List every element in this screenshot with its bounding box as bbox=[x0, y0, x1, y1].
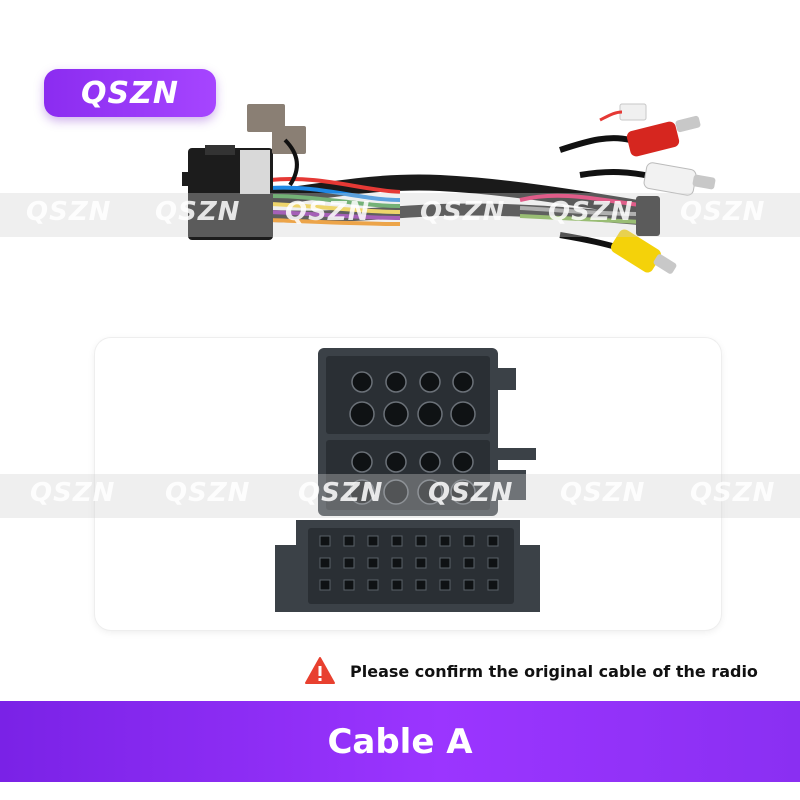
notice: Please confirm the original cable of the… bbox=[304, 655, 758, 687]
iso-connector-image bbox=[275, 348, 540, 612]
notice-text: Please confirm the original cable of the… bbox=[350, 661, 758, 681]
watermark-text: QSZN bbox=[165, 478, 251, 508]
brand-badge: QSZN bbox=[44, 69, 216, 117]
watermark-text: QSZN bbox=[298, 478, 384, 508]
cable-label: Cable A bbox=[327, 721, 473, 762]
watermark-text: QSZN bbox=[680, 197, 766, 227]
watermark-text: QSZN bbox=[690, 478, 776, 508]
cable-label-banner: Cable A bbox=[0, 701, 800, 782]
watermark-text: QSZN bbox=[560, 478, 646, 508]
watermark-text: QSZN bbox=[155, 197, 241, 227]
watermark-band-middle bbox=[0, 474, 800, 518]
watermark-text: QSZN bbox=[420, 197, 506, 227]
warning-icon bbox=[305, 657, 335, 684]
watermark-text: QSZN bbox=[285, 197, 371, 227]
watermark-band-top bbox=[0, 193, 800, 237]
watermark-text: QSZN bbox=[26, 197, 112, 227]
watermark-text: QSZN bbox=[30, 478, 116, 508]
brand-name: QSZN bbox=[81, 75, 179, 111]
watermark-text: QSZN bbox=[548, 197, 634, 227]
wiring-harness-image bbox=[182, 103, 716, 274]
watermark-text: QSZN bbox=[428, 478, 514, 508]
